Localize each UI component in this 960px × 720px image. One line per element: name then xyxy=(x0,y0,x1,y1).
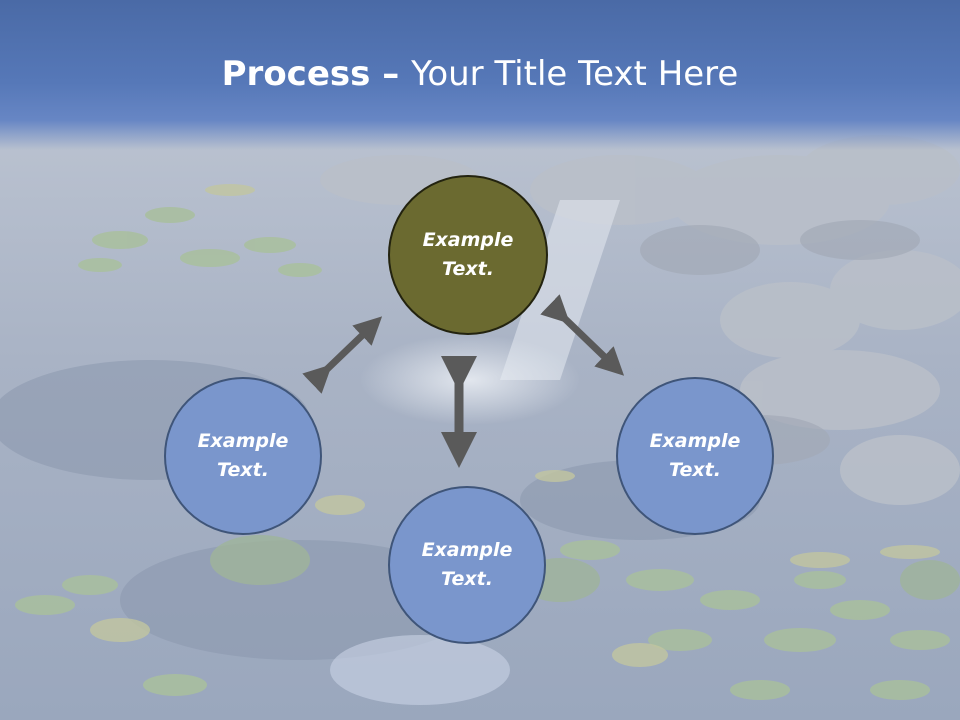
slide-title: Process – Your Title Text Here xyxy=(0,52,960,96)
process-circle-left[interactable]: Example Text. xyxy=(164,377,322,535)
title-bold-text: Process xyxy=(221,54,371,94)
process-circle-right[interactable]: Example Text. xyxy=(616,377,774,535)
process-circle-top[interactable]: Example Text. xyxy=(388,175,548,335)
title-bar xyxy=(0,0,960,150)
title-dash: – xyxy=(370,54,412,94)
process-circle-bottom-text: Example Text. xyxy=(421,539,513,590)
title-rest-text: Your Title Text Here xyxy=(411,54,739,94)
process-circle-left-text: Example Text. xyxy=(197,430,289,481)
process-circle-right-text: Example Text. xyxy=(649,430,741,481)
process-circle-top-text: Example Text. xyxy=(422,229,514,280)
process-circle-bottom[interactable]: Example Text. xyxy=(388,486,546,644)
